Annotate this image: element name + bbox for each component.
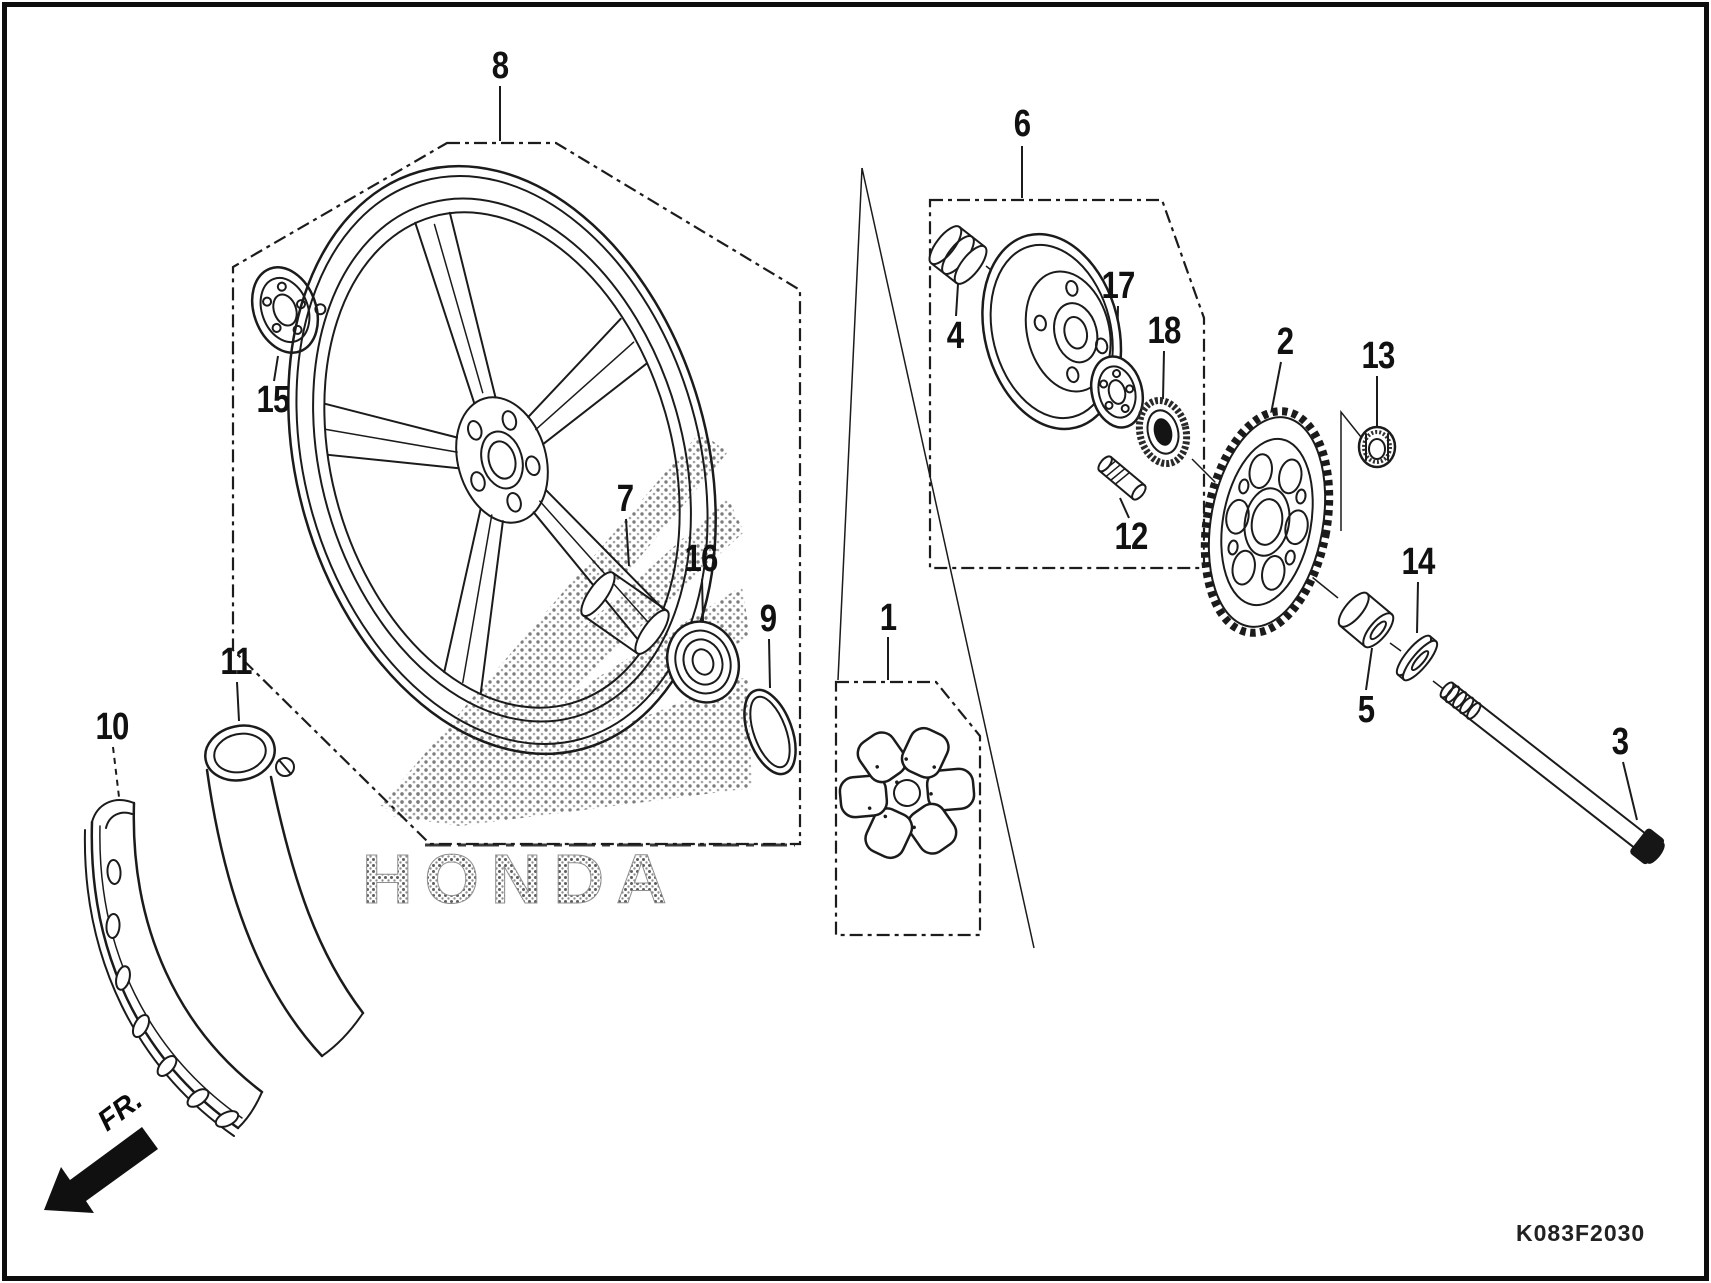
part-10-rim-band (83, 799, 264, 1137)
part-callout-10: 10 (95, 706, 129, 748)
part-13-nut (1357, 425, 1397, 469)
part-callout-1: 1 (879, 597, 897, 639)
part-14-washer (1395, 634, 1439, 682)
part-1-damper-set (838, 726, 976, 860)
part-callout-17: 17 (1101, 265, 1135, 307)
part-callout-18: 18 (1147, 310, 1181, 352)
part-callout-3: 3 (1611, 721, 1629, 763)
leader-lines (112, 86, 1638, 821)
part-16-bearing (665, 620, 741, 704)
part-6-hub (981, 232, 1123, 431)
part-callout-15: 15 (256, 379, 290, 421)
part-7-collar (580, 571, 670, 655)
part-callout-14: 14 (1401, 541, 1435, 583)
damper-detail-box (834, 680, 982, 937)
fr-direction-arrow (44, 1127, 158, 1213)
part-callout-8: 8 (491, 45, 509, 87)
part-callout-4: 4 (946, 315, 964, 357)
part-callout-16: 16 (684, 538, 718, 580)
part-callout-2: 2 (1276, 321, 1294, 363)
part-3-axle (1439, 681, 1665, 865)
part-callout-9: 9 (759, 598, 777, 640)
part-11-tube (204, 724, 365, 1058)
part-callout-12: 12 (1114, 516, 1148, 558)
part-12-stud (1097, 455, 1147, 501)
part-17-bearing (1089, 355, 1145, 429)
diagram-code: K083F2030 (1516, 1220, 1646, 1246)
part-2-sprocket (1200, 407, 1334, 637)
part-8-wheel (287, 164, 717, 756)
part-4-collar (928, 225, 988, 285)
hub-detail-box (928, 198, 1206, 570)
part-18-seal (1135, 396, 1191, 468)
part-callout-7: 7 (616, 478, 634, 520)
part-5-collar (1337, 591, 1395, 649)
part-9-oring (743, 688, 797, 776)
wheel-detail-box (231, 141, 802, 846)
part-15-bearing (250, 266, 320, 354)
part-callout-6: 6 (1013, 103, 1031, 145)
part-callout-11: 11 (220, 641, 252, 683)
part-callout-5: 5 (1357, 689, 1375, 731)
honda-watermark-text: HONDA (362, 840, 679, 918)
part-callout-13: 13 (1361, 335, 1395, 377)
